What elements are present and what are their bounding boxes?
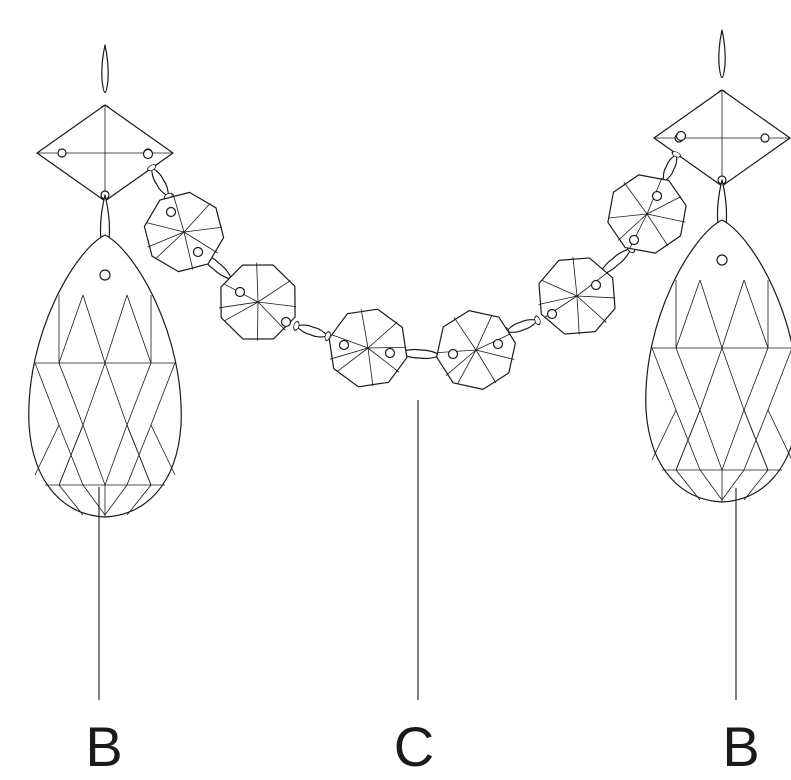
- right-pendant: [645, 29, 791, 503]
- label-center: C: [394, 715, 434, 775]
- bead-garland: [138, 130, 696, 398]
- label-left: B: [85, 715, 122, 775]
- label-right: B: [722, 715, 759, 775]
- left-pendant: [28, 44, 182, 518]
